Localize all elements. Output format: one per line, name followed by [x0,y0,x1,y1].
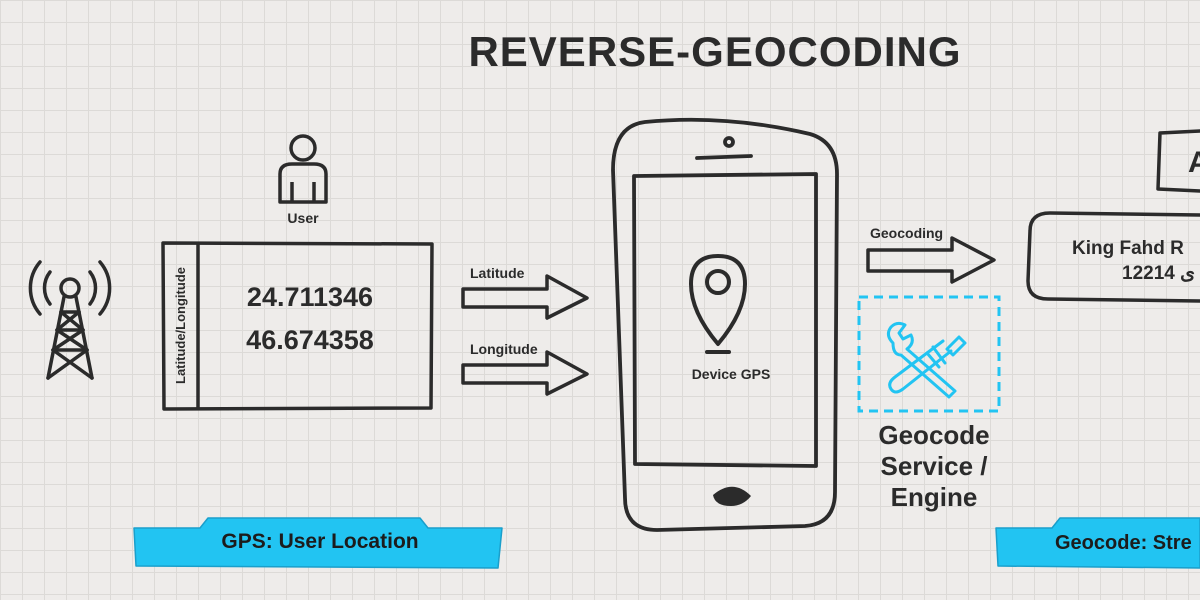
geocode-ribbon [995,517,1200,569]
geocoding-arrow-icon [866,236,996,284]
service-label-line: Engine [890,482,978,512]
gps-ribbon [133,517,503,569]
latitude-value: 24.711346 [246,282,374,312]
page-title: REVERSE-GEOCODING [468,28,962,75]
coords-side-label: Latitude/Longitude [172,266,188,384]
geocoding-arrow-label: Geocoding [870,225,944,241]
radio-tower-icon [28,260,112,380]
address-header-box [1156,129,1200,193]
address-box [1026,211,1200,303]
longitude-arrow-icon [461,350,589,396]
coords-box-frame [161,241,434,411]
service-box [857,295,1001,413]
user-icon [278,134,328,204]
gps-ribbon-label: GPS: User Location [221,530,419,553]
service-label-line: Geocode [878,420,990,450]
user-label: User [287,210,319,226]
longitude-arrow-label: Longitude [470,341,538,357]
wrench-hammer-icon [886,321,967,399]
service-label-line: Service / [880,451,988,481]
address-line-2: 12214 ى [1122,263,1195,284]
geocode-ribbon-label: Geocode: Stre [1055,532,1192,554]
device-gps-label: Device GPS [691,366,771,382]
latitude-arrow-label: Latitude [470,265,525,281]
location-pin-icon [689,254,747,354]
latitude-arrow-icon [461,274,589,320]
longitude-value: 46.674358 [246,325,374,355]
phone-icon [611,117,839,532]
address-line-1: King Fahd R [1072,238,1184,259]
address-header-text: A [1188,146,1200,179]
service-label: Geocode Service / Engine [858,420,1010,513]
